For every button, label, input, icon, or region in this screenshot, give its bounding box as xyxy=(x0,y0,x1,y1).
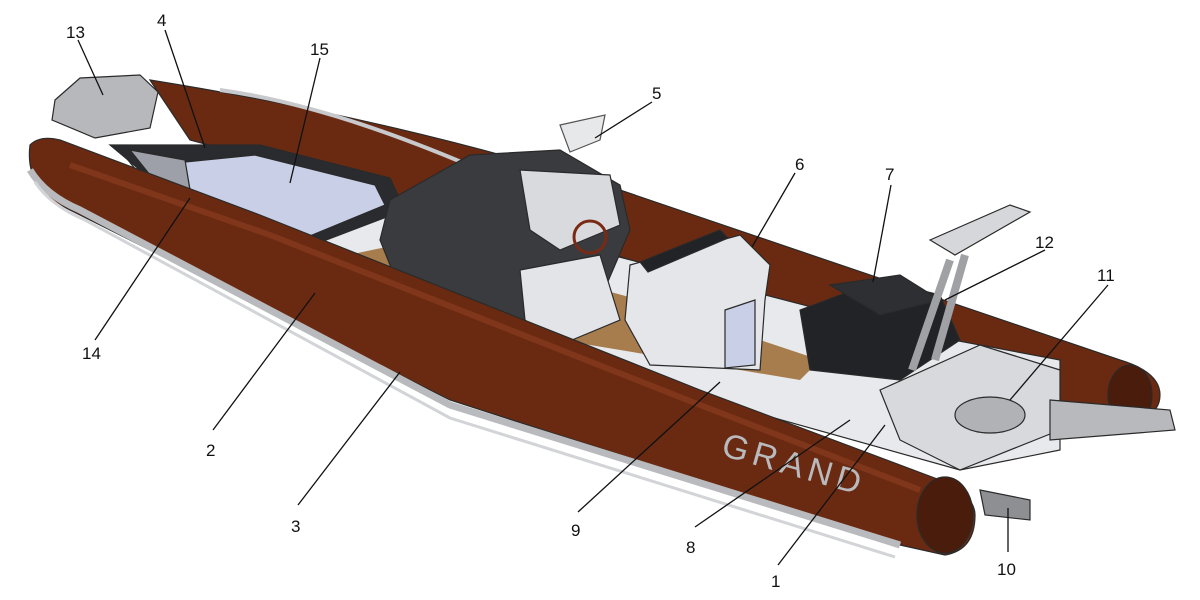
callout-8: 8 xyxy=(686,538,695,557)
arch-left-leg xyxy=(908,258,954,372)
outboard-bracket xyxy=(1049,399,1176,441)
arch-top xyxy=(928,204,1032,256)
rub-rail xyxy=(26,168,902,549)
callout-3: 3 xyxy=(291,517,300,536)
leader-13 xyxy=(77,39,104,96)
leader-6 xyxy=(751,172,796,248)
windscreen xyxy=(559,114,606,153)
near-tube-end-cap xyxy=(916,476,974,554)
callout-5: 5 xyxy=(652,84,661,103)
callout-1: 1 xyxy=(771,572,780,591)
console-seat-base xyxy=(519,254,621,346)
callout-15: 15 xyxy=(310,40,329,59)
callout-9: 9 xyxy=(571,521,580,540)
leaning-post-door xyxy=(724,299,756,369)
callout-2: 2 xyxy=(206,441,215,460)
callout-13: 13 xyxy=(66,23,85,42)
leader-4 xyxy=(164,29,206,149)
leader-2 xyxy=(212,292,316,431)
leader-lines xyxy=(77,29,1109,566)
leaning-post-backrest xyxy=(639,229,730,273)
rub-rail-lower xyxy=(33,181,896,559)
callout-4: 4 xyxy=(157,11,166,30)
bow-locker xyxy=(51,74,159,139)
arch-right-leg xyxy=(931,253,969,362)
leader-12 xyxy=(944,249,1046,301)
leader-8 xyxy=(694,419,851,528)
leader-7 xyxy=(872,184,892,283)
callout-labels: 1 2 3 4 5 6 7 8 9 10 11 12 13 14 15 xyxy=(66,11,1115,591)
stern-hatch xyxy=(954,396,1026,434)
leader-15 xyxy=(289,57,321,184)
leader-9 xyxy=(577,381,721,513)
leader-14 xyxy=(94,197,191,341)
callout-12: 12 xyxy=(1035,233,1054,252)
leader-5 xyxy=(594,101,653,139)
leader-1 xyxy=(777,424,886,566)
stern-ladder xyxy=(979,489,1031,521)
callout-7: 7 xyxy=(885,165,894,184)
callout-11: 11 xyxy=(1097,266,1115,285)
steering-wheel xyxy=(572,219,608,255)
callout-10: 10 xyxy=(997,560,1016,579)
bow-rail xyxy=(219,88,481,172)
callout-14: 14 xyxy=(82,344,101,363)
callout-6: 6 xyxy=(795,155,804,174)
leader-11 xyxy=(1009,284,1109,401)
leader-3 xyxy=(297,371,401,506)
console-panel xyxy=(519,169,621,251)
